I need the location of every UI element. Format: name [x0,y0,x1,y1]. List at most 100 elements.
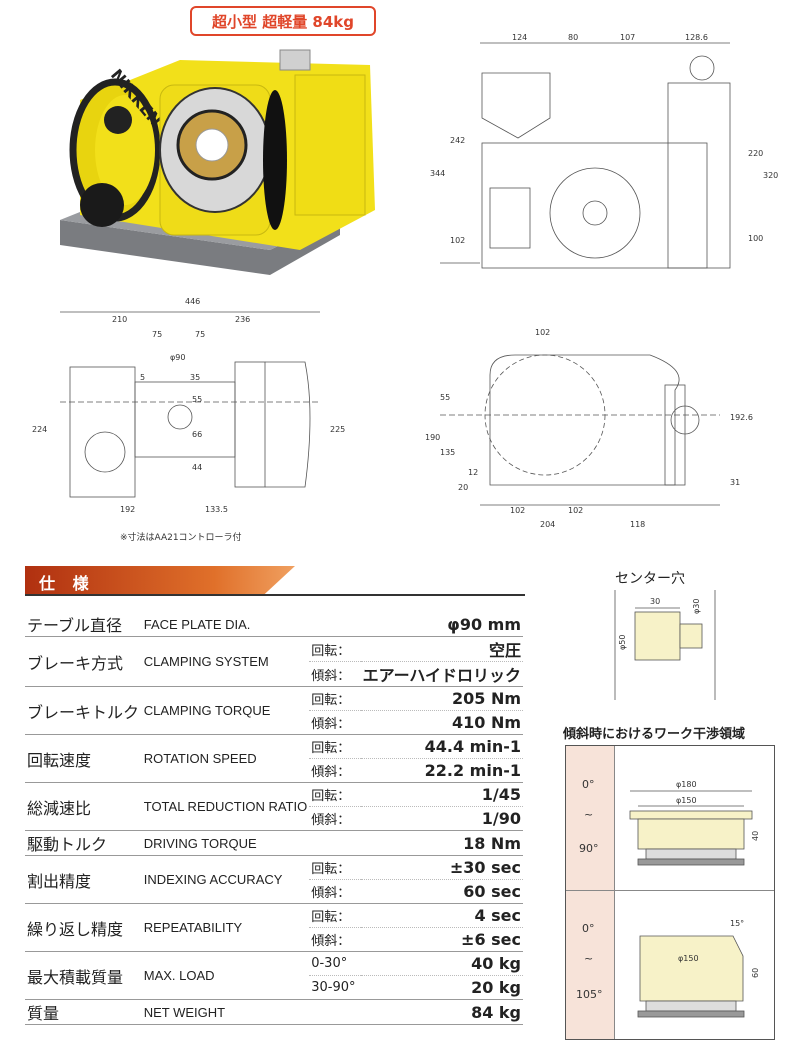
dim-236: 236 [235,315,250,324]
dim-118: 118 [630,520,645,529]
spec-value: 1/90 [360,806,523,831]
spec-value: 1/45 [360,782,523,807]
spec-header: 仕 様 [25,566,525,596]
dim-107: 107 [620,33,635,42]
spec-row: 30-90°20 kg [25,975,523,1000]
dim-192-6: 192.6 [730,413,753,422]
spec-sub-label [309,830,361,856]
spec-value: 40 kg [360,951,523,976]
upper-d150: φ150 [676,796,697,805]
spec-sub-label [309,999,361,1025]
spec-value: 空圧 [360,636,523,662]
drawing-top-view: 446 210 236 75 75 φ90 5 35 55 66 44 224 … [32,297,345,514]
dim-102-top: 102 [535,328,550,337]
spec-value: 22.2 min-1 [360,758,523,783]
spec-value: 84 kg [360,999,523,1025]
spec-sub-label: 回転： [309,855,361,880]
spec-label-en: CLAMPING SYSTEM [141,636,310,687]
spec-value: エアーハイドロリック [360,661,523,687]
spec-sub-label: 0-30° [309,951,361,976]
spec-sub-label: 回転： [309,782,361,807]
spec-sub-label: 傾斜： [309,661,361,687]
spec-label-en: ROTATION SPEED [141,734,310,783]
dim-80: 80 [568,33,578,42]
drawing-side-view: 124 80 107 128.6 344 242 102 220 320 100 [430,33,778,269]
dim-55-front: 55 [440,393,450,402]
spec-label-jp: ブレーキトルク [25,686,142,735]
spec-sub-label: 傾斜： [309,879,361,904]
dim-5: 5 [140,373,145,382]
spec-row: 傾斜：410 Nm [25,710,523,735]
spec-sub-label: 30-90° [309,975,361,1000]
dim-225: 225 [330,425,345,434]
scale-ring [263,90,287,230]
lower-tilde: ~ [584,952,594,965]
dim-102-br: 102 [568,506,583,515]
spec-row: 傾斜：1/90 [25,806,523,831]
dim-35: 35 [190,373,200,382]
lower-h60: 60 [751,968,760,978]
spec-label-en: CLAMPING TORQUE [141,686,310,735]
dim-135: 135 [440,448,455,457]
dim-75a: 75 [152,330,162,339]
spec-sub-label: 回転： [309,734,361,759]
spec-label-jp: 最大積載質量 [25,951,142,1000]
spec-value: 410 Nm [360,710,523,735]
dim-12: 12 [468,468,478,477]
upper-d180: φ180 [676,780,697,789]
upper-angle-to: 90° [579,842,599,855]
spec-label-jp: 回転速度 [25,734,142,783]
spec-label-jp: 総減速比 [25,782,142,831]
spec-row: 傾斜：22.2 min-1 [25,758,523,783]
spec-label-jp: 質量 [25,999,142,1025]
dim-31: 31 [730,478,740,487]
lower-chamfer: 15° [730,919,744,928]
dim-190: 190 [425,433,440,442]
spec-label-en: INDEXING ACCURACY [141,855,310,904]
lower-angle-to: 105° [576,988,603,1001]
ch-dim-phi30: φ30 [692,599,701,614]
controller-note: ※寸法はAA21コントローラ付 [120,533,242,543]
spec-label-en: REPEATABILITY [141,903,310,952]
spec-label-jp: 駆動トルク [25,830,142,856]
work-lower-drawing: φ150 60 15° [637,919,760,1018]
spec-label-en: MAX. LOAD [141,951,310,1000]
spec-sub-label: 傾斜： [309,710,361,735]
dim-446: 446 [185,297,200,306]
spec-label-jp: 割出精度 [25,855,142,904]
product-photo: NIKKEN [60,49,375,275]
dim-224: 224 [32,425,47,434]
dim-242: 242 [450,136,465,145]
spec-sub-label: 回転： [309,686,361,711]
upper-tilde: ~ [584,808,594,821]
dim-320: 320 [763,171,778,180]
dim-204: 204 [540,520,555,529]
dim-124: 124 [512,33,527,42]
upper-angle-from: 0° [582,778,595,791]
work-area-box: 0° ~ 90° 0° ~ 105° φ180 φ150 40 φ150 60 … [565,745,775,1040]
dim-100: 100 [748,234,763,243]
spec-sub-label: 傾斜： [309,806,361,831]
ch-dim-30: 30 [650,597,660,606]
work-area-title: 傾斜時におけるワーク干渉領域 [563,727,746,742]
dim-75b: 75 [195,330,205,339]
spec-label-en: FACE PLATE DIA. [141,612,310,637]
spec-value: 4 sec [360,903,523,928]
spec-label-en: DRIVING TORQUE [141,830,310,856]
spec-row: 傾斜：エアーハイドロリック [25,661,523,687]
dim-102: 102 [450,236,465,245]
spec-label-jp: 繰り返し精度 [25,903,142,952]
spec-label-en: NET WEIGHT [141,999,310,1025]
spec-value: 20 kg [360,975,523,1000]
knob-black [80,183,124,227]
dim-102-bl: 102 [510,506,525,515]
